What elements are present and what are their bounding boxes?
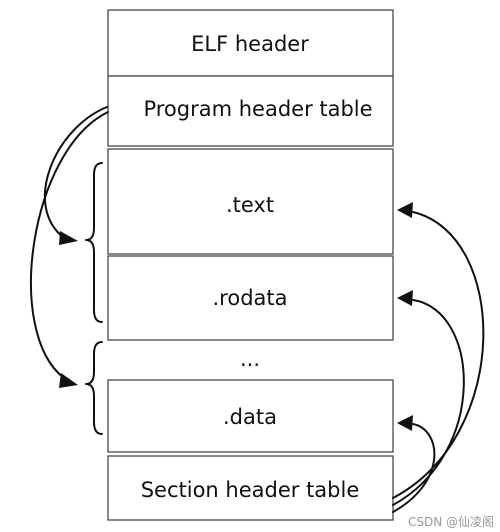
text-section-label: .text [226,193,274,217]
segment-bracket-upper [85,162,103,323]
program-header-arrow-to-upper-segment [44,106,108,239]
arrowhead-rodata [397,290,413,306]
segment-bracket-lower [85,341,103,435]
section-header-arrow-to-rodata [392,299,465,506]
program-header-table-label: Program header table [143,97,372,121]
elf-header-block: ELF header [107,9,394,77]
text-section-block: .text [107,148,394,255]
data-section-block: .data [107,379,394,453]
data-section-label: .data [223,405,277,429]
section-header-table-block: Section header table [107,455,394,521]
arrowhead-data [397,415,413,431]
rodata-section-label: .rodata [213,286,288,310]
section-header-table-label: Section header table [141,478,360,502]
program-header-arrow-to-lower-segment [30,111,109,379]
program-header-table-block: Program header table [107,75,394,147]
elf-header-label: ELF header [191,32,309,56]
arrowhead-upper-segment [59,231,78,245]
section-header-arrow-to-data [392,423,436,513]
section-header-arrow-to-text [392,211,485,499]
ellipsis-label: ... [240,347,260,371]
arrowhead-lower-segment [59,373,78,388]
csdn-watermark: CSDN @仙凌阁 [408,515,494,529]
arrowhead-text [397,202,413,218]
rodata-section-block: .rodata [107,255,394,341]
